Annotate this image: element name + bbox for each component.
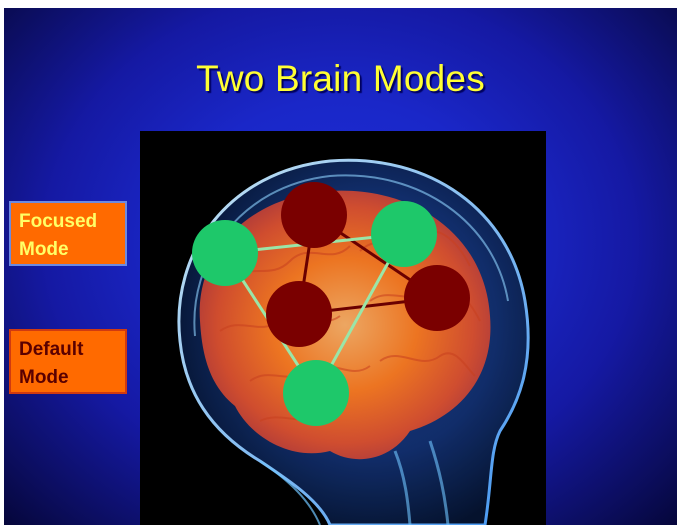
focused-node-bottom [283,360,349,426]
slide-title: Two Brain Modes [4,58,677,100]
default-mode-label: Default Mode [9,329,127,394]
brain-network-diagram [140,131,546,525]
slide: Two Brain Modes [4,8,677,525]
focused-node-left [192,220,258,286]
default-node-right [404,265,470,331]
default-node-top [281,182,347,248]
default-node-center [266,281,332,347]
brain-illustration [140,131,546,525]
focused-node-top-right [371,201,437,267]
focused-mode-label: Focused Mode [9,201,127,266]
